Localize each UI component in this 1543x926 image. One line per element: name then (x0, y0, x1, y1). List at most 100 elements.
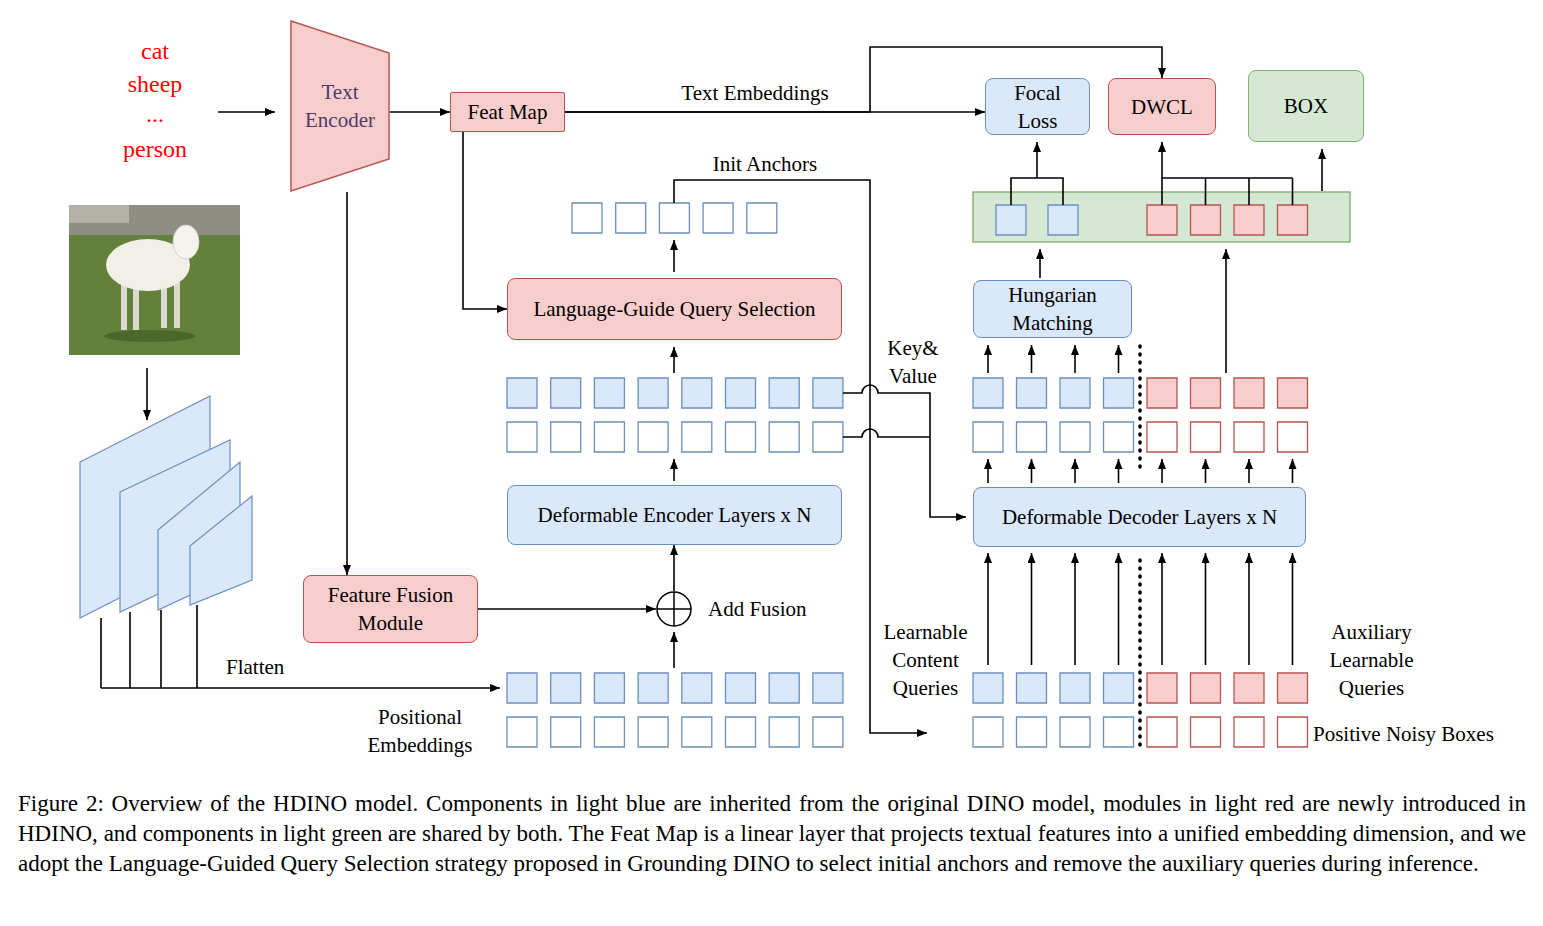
token-row (507, 378, 843, 408)
photo-stone-wall (69, 205, 240, 235)
connector-arrow (565, 111, 985, 113)
arrow (1161, 142, 1163, 178)
query-row (973, 673, 1134, 703)
arrow (218, 111, 275, 113)
edge-label: Text Embeddings (681, 79, 828, 107)
node-text: Feat Map (468, 98, 548, 126)
arrow (1031, 459, 1033, 483)
connector-arrow (463, 132, 507, 309)
wire-label: Key& Value (872, 334, 954, 390)
arrow (1031, 553, 1033, 665)
arrow (673, 632, 675, 668)
arrow (1036, 142, 1038, 178)
arrow (1225, 249, 1227, 373)
arrow (1248, 553, 1250, 665)
arrow (1248, 459, 1250, 483)
process-box: Feature Fusion Module (303, 575, 478, 643)
input-word: sheep (105, 68, 205, 100)
photo-stone-wall (69, 205, 129, 223)
token-row (507, 673, 843, 703)
arrow (987, 459, 989, 483)
arrow (1031, 345, 1033, 373)
merge-wire (1011, 178, 1063, 205)
trapezoid-outline (291, 21, 389, 191)
anchor-wire (674, 180, 927, 733)
output-row (1147, 422, 1308, 452)
arrow (1321, 149, 1323, 191)
row-label: Auxiliary Learnable Queries (1314, 618, 1429, 702)
trapezoid-outline (290, 20, 390, 192)
input-word: cat (105, 35, 205, 67)
box-row (1147, 717, 1308, 747)
dotted-separator (1138, 346, 1142, 750)
photo-shadow (104, 330, 196, 342)
arrow (146, 368, 148, 420)
node-text: Add Fusion (708, 595, 807, 623)
node-text: Feature Fusion Module (316, 581, 466, 637)
row-label: Learnable Content Queries (868, 618, 983, 702)
output-row (973, 422, 1134, 452)
arrow (1205, 459, 1207, 483)
merge-wire (1162, 178, 1293, 205)
arrow (1292, 459, 1294, 483)
anchor-row (572, 203, 777, 233)
add-circle: Add Fusion (656, 591, 692, 627)
process-box: Deformable Encoder Layers x N (507, 485, 842, 545)
output-row (973, 378, 1134, 408)
arrow (1161, 553, 1163, 665)
sheep-head (173, 225, 199, 259)
node-text: DWCL (1131, 93, 1193, 121)
wire-label: Init Anchors (700, 150, 830, 178)
process-box: Deformable Decoder Layers x N (973, 487, 1306, 547)
prediction-token (1147, 205, 1308, 235)
arrow (1292, 553, 1294, 665)
encoder-trapezoid: Text Encoder (290, 20, 390, 192)
process-box: Feat Map (450, 92, 565, 132)
process-box: Language-Guide Query Selection (507, 278, 842, 340)
process-box: Hungarian Matching (973, 280, 1132, 338)
row-label: Positive Noisy Boxes (1313, 720, 1538, 748)
input-word: person (105, 133, 205, 165)
node-text: Focal Loss (1003, 79, 1073, 135)
node-text: Deformable Decoder Layers x N (1002, 503, 1277, 531)
arrow (1074, 345, 1076, 373)
arrow (1074, 459, 1076, 483)
arrow (673, 347, 675, 373)
key-value-wire (843, 385, 966, 517)
loss-box: DWCL (1108, 78, 1216, 135)
arrow (1118, 345, 1120, 373)
connector-arrow (390, 111, 450, 113)
add-symbol (657, 592, 691, 626)
arrow (1118, 459, 1120, 483)
arrow (1205, 553, 1207, 665)
arrow (987, 345, 989, 373)
arrow (673, 240, 675, 272)
arrow (1161, 459, 1163, 483)
prediction-token (996, 205, 1078, 235)
query-row (1147, 673, 1308, 703)
token-row (507, 422, 843, 452)
arrow (1039, 249, 1041, 278)
loss-box: BOX (1248, 70, 1364, 142)
photo-grass (69, 205, 240, 355)
arrow (673, 459, 675, 481)
arrow (987, 553, 989, 665)
connector-arrow (673, 545, 675, 591)
connector-arrow (346, 192, 348, 575)
node-text: BOX (1284, 92, 1328, 120)
box-row (973, 717, 1134, 747)
connector-arrow (565, 47, 1162, 112)
node-text: Deformable Encoder Layers x N (537, 501, 811, 529)
loss-box: Focal Loss (985, 78, 1090, 135)
output-row (1147, 378, 1308, 408)
figure-caption: Figure 2: Overview of the HDINO model. C… (18, 789, 1526, 879)
add-symbol (656, 591, 692, 627)
token-row (507, 717, 843, 747)
node-text: Language-Guide Query Selection (533, 295, 815, 323)
input-word: ... (105, 98, 205, 130)
wire-label: Flatten (226, 653, 316, 681)
row-label: Positional Embeddings (355, 703, 485, 759)
arrow (1118, 553, 1120, 665)
connector-arrow (478, 608, 656, 610)
add-symbol (657, 592, 691, 626)
